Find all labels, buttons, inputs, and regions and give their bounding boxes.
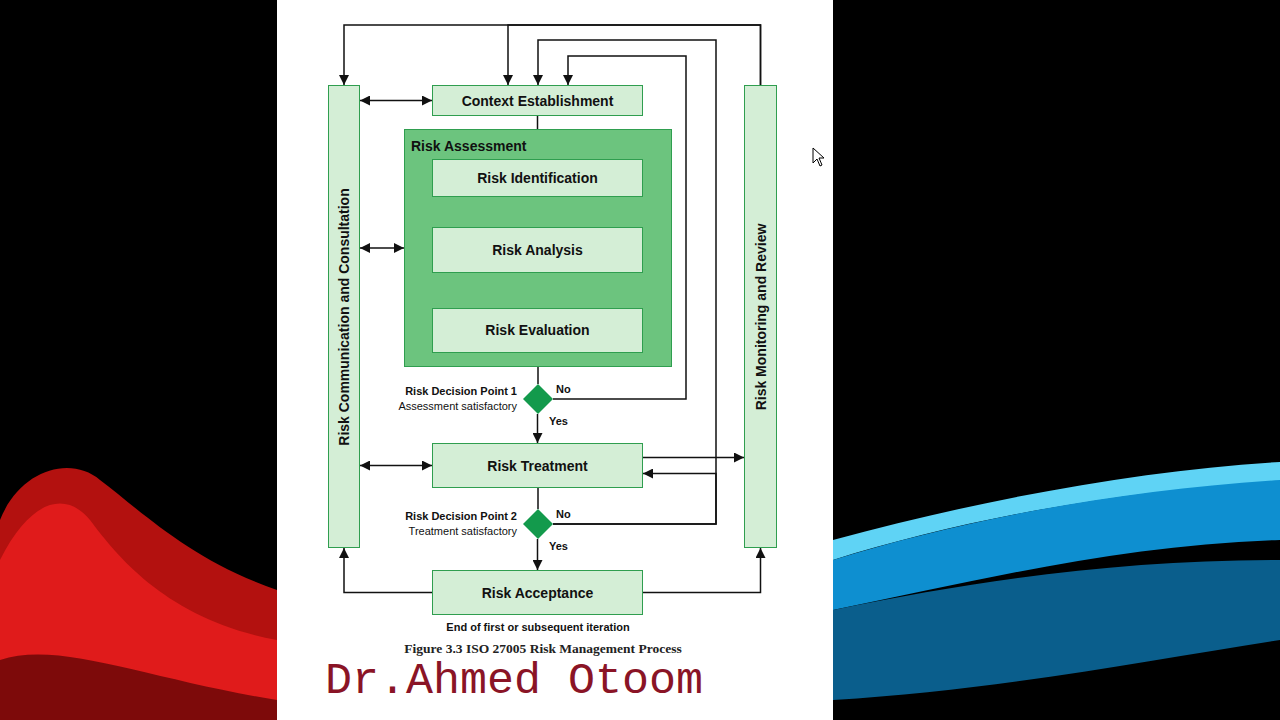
text-group: Risk Treatment	[487, 458, 587, 474]
label-holder: Dr.Ahmed Otoom	[325, 659, 703, 704]
connector	[360, 100, 432, 102]
edge-label: No	[554, 383, 573, 396]
connector	[537, 488, 539, 509]
process-box: Risk Acceptance	[432, 570, 643, 615]
connector	[643, 457, 744, 459]
text-group: Context Establishment	[462, 93, 614, 109]
side-band: Risk Monitoring and Review	[744, 85, 777, 548]
text-group: Risk Assessment	[411, 138, 526, 154]
caption-holder: Figure 3.3 ISO 27005 Risk Management Pro…	[404, 641, 681, 657]
text-group: Risk Decision Point 1Assessment satisfac…	[398, 384, 517, 414]
connector	[344, 25, 761, 85]
node-label: Risk Communication and Consultation	[336, 188, 352, 445]
node-label: Context Establishment	[462, 93, 614, 109]
label-holder: End of first or subsequent iteration	[446, 621, 629, 633]
text-group: Risk Communication and Consultation	[336, 188, 352, 445]
red-decor	[0, 504, 277, 720]
text-group: Risk Analysis	[492, 242, 583, 258]
diamond-fill	[523, 384, 553, 414]
process-box: Risk Treatment	[432, 443, 643, 488]
side-band: Risk Communication and Consultation	[328, 85, 360, 548]
connector	[360, 247, 404, 249]
edge-label-holder: No	[554, 383, 573, 396]
node-label: Risk Identification	[477, 170, 598, 186]
process-box: Context Establishment	[432, 85, 643, 116]
connector	[360, 465, 432, 467]
edge-label-holder: No	[554, 508, 573, 521]
figure-caption: Figure 3.3 ISO 27005 Risk Management Pro…	[404, 641, 681, 657]
node-label: Risk Treatment	[487, 458, 587, 474]
connector	[537, 539, 539, 570]
node-label: Risk Monitoring and Review	[753, 223, 769, 410]
process-box: Risk Identification	[432, 159, 643, 197]
text-group: Risk Monitoring and Review	[753, 223, 769, 410]
node-label: Risk Assessment	[411, 138, 526, 154]
watermark: Dr.Ahmed Otoom	[325, 659, 703, 704]
note-text: End of first or subsequent iteration	[446, 621, 629, 633]
edge-label-holder: Yes	[547, 415, 570, 428]
cyan-decor	[833, 560, 1280, 700]
decision-title: Risk Decision Point 2	[405, 509, 517, 524]
node-label: Risk Analysis	[492, 242, 583, 258]
connector	[344, 548, 432, 593]
node-label: Risk Acceptance	[482, 585, 594, 601]
decision-diamond: Risk Decision Point 1Assessment satisfac…	[523, 384, 553, 414]
process-box: Risk Analysis	[432, 227, 643, 273]
text-group: Risk Decision Point 2Treatment satisfact…	[405, 509, 517, 539]
connectors	[344, 25, 761, 593]
node-label: Risk Evaluation	[485, 322, 589, 338]
text-group: Risk Acceptance	[482, 585, 594, 601]
process-box: Risk Evaluation	[432, 308, 643, 353]
connector	[643, 548, 761, 593]
connector	[508, 25, 761, 85]
red-decor	[0, 468, 277, 720]
edge-label-holder: Yes	[547, 540, 570, 553]
edge-label: Yes	[547, 540, 570, 553]
edge-label: No	[554, 508, 573, 521]
diamond-fill	[523, 509, 553, 539]
decision-title: Risk Decision Point 1	[398, 384, 517, 399]
decision-note: Assessment satisfactory	[398, 399, 517, 414]
group-box: Risk AssessmentRisk IdentificationRisk A…	[404, 129, 672, 367]
decision-diamond: Risk Decision Point 2Treatment satisfact…	[523, 509, 553, 539]
red-decor	[0, 655, 277, 720]
decision-note: Treatment satisfactory	[405, 524, 517, 539]
text-group: Risk Identification	[477, 170, 598, 186]
connector	[537, 414, 539, 443]
page-panel	[277, 0, 833, 720]
edge-label: Yes	[547, 415, 570, 428]
diamond-shape	[523, 509, 553, 539]
diamond-shape	[523, 384, 553, 414]
text-group: Risk Evaluation	[485, 322, 589, 338]
mouse-cursor	[813, 148, 824, 166]
